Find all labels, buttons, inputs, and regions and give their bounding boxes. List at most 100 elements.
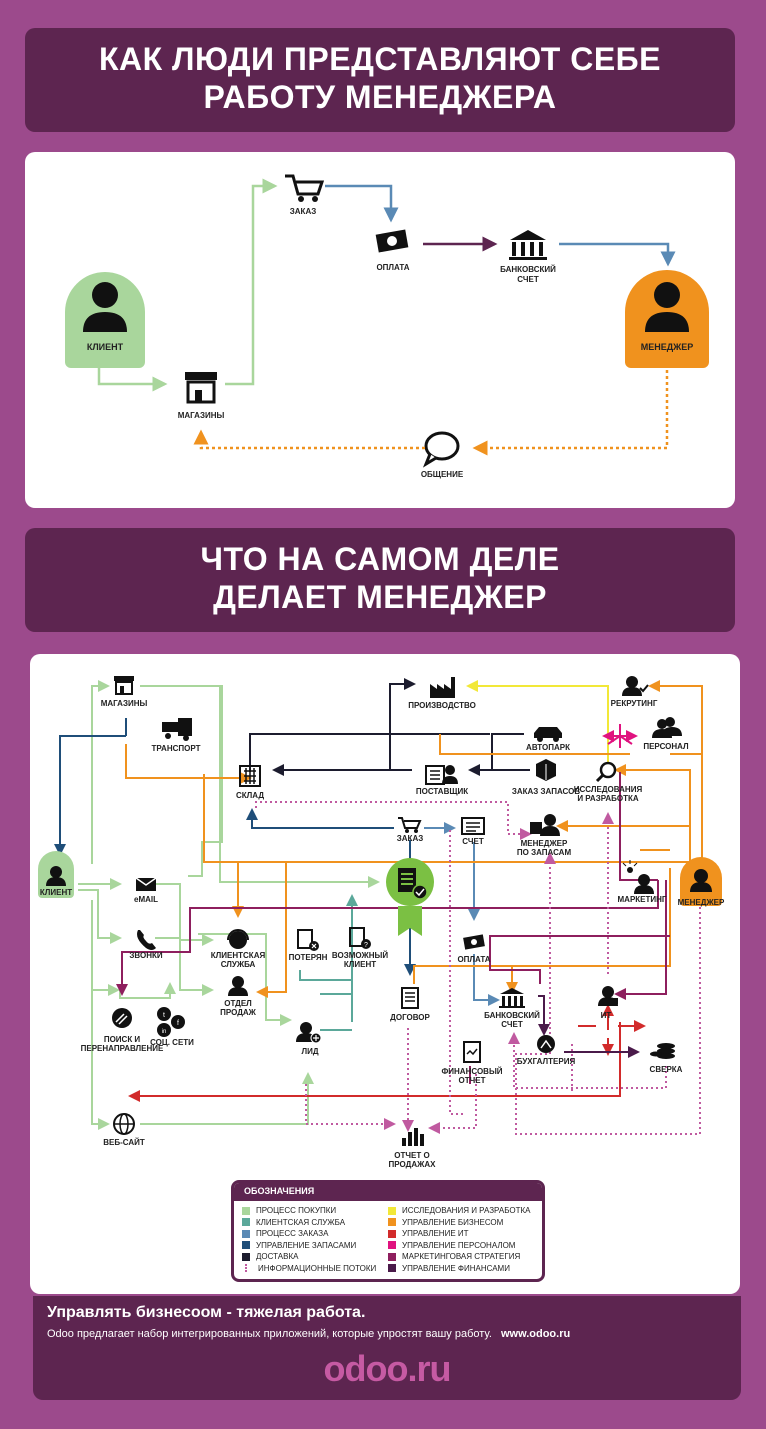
payment-label: ОПЛАТА	[376, 263, 409, 272]
client-node: КЛИЕНТ	[65, 272, 145, 368]
stock-order-icon	[536, 759, 556, 781]
manager-label: МЕНЕДЖЕР	[641, 342, 694, 352]
coins-icon	[650, 1043, 675, 1059]
fleet-label: АВТОПАРК	[526, 743, 570, 752]
svg-text:t: t	[163, 1012, 165, 1019]
fin-report-label: ФИНАНСОВЫЙ	[441, 1067, 502, 1076]
possible-client-icon: ?	[349, 927, 371, 949]
email-icon	[135, 877, 157, 891]
email-label: eMAIL	[134, 895, 158, 904]
production-label: ПРОИЗВОДСТВО	[408, 701, 476, 710]
warehouse-icon	[239, 765, 261, 787]
legend-item: ПРОЦЕСС ЗАКАЗА	[242, 1228, 388, 1240]
footer-title: Управлять бизнесоом - тяжелая работа.	[47, 1304, 366, 1321]
transport-label: ТРАНСПОРТ	[152, 744, 201, 753]
heading-line: КАК ЛЮДИ ПРЕДСТАВЛЯЮТ СЕБЕ	[98, 41, 662, 77]
sales-dept-label: ОТДЕЛ	[224, 999, 252, 1008]
footer-description: Odoo предлагает набор интегрированных пр…	[47, 1328, 492, 1340]
sales-report-icon	[402, 1128, 424, 1146]
legend-item: ИССЛЕДОВАНИЯ И РАЗРАБОТКА	[388, 1205, 534, 1217]
sales-report-label: ОТЧЕТ О	[394, 1151, 429, 1160]
order-label: ЗАКАЗ	[397, 834, 423, 843]
lead-label: ЛИД	[301, 1047, 318, 1056]
manager-label: МЕНЕДЖЕР	[678, 898, 725, 907]
payment-label: ОПЛАТА	[457, 955, 490, 964]
legend-item: УПРАВЛЕНИЕ ИТ	[388, 1228, 534, 1240]
central-document-node	[386, 858, 434, 936]
chat-icon	[422, 431, 460, 468]
recruiting-icon	[622, 676, 649, 696]
bank-icon	[499, 988, 525, 1008]
customer-service-label: СЛУЖБА	[221, 960, 256, 969]
bank-label: БАНКОВСКИЙ	[484, 1011, 540, 1020]
phone-icon	[137, 930, 156, 950]
legend-right-column: ИССЛЕДОВАНИЯ И РАЗРАБОТКА УПРАВЛЕНИЕ БИЗ…	[388, 1205, 534, 1274]
legend-item: ПРОЦЕСС ПОКУПКИ	[242, 1205, 388, 1217]
legend-item: МАРКЕТИНГОВАЯ СТРАТЕГИЯ	[388, 1251, 534, 1263]
invoice-icon	[461, 817, 485, 835]
search-tag-icon	[112, 1008, 132, 1028]
heading-line: РАБОТУ МЕНЕДЖЕРА	[203, 79, 557, 115]
bank-label: СЧЕТ	[501, 1020, 523, 1029]
banner-bottom: ЧТО НА САМОМ ДЕЛЕ ДЕЛАЕТ МЕНЕДЖЕР	[25, 528, 735, 632]
bank-icon	[509, 230, 547, 260]
globe-icon	[113, 1113, 135, 1135]
legend: ОБОЗНАЧЕНИЯ ПРОЦЕСС ПОКУПКИ КЛИЕНТСКАЯ С…	[231, 1180, 545, 1282]
accounting-icon	[537, 1035, 555, 1053]
website-label: ВЕБ-САЙТ	[103, 1138, 145, 1147]
legend-left-column: ПРОЦЕСС ПОКУПКИ КЛИЕНТСКАЯ СЛУЖБА ПРОЦЕС…	[242, 1205, 388, 1274]
money-icon	[375, 229, 409, 253]
legend-item: УПРАВЛЕНИЕ ФИНАНСАМИ	[388, 1263, 534, 1275]
lost-label: ПОТЕРЯН	[289, 953, 328, 962]
customer-service-label: КЛИЕНТСКАЯ	[211, 951, 266, 960]
legend-item: КЛИЕНТСКАЯ СЛУЖБА	[242, 1217, 388, 1229]
reconciliation-label: СВЕРКА	[650, 1065, 683, 1074]
heading-line: ДЕЛАЕТ МЕНЕДЖЕР	[213, 579, 547, 615]
research-icon	[595, 761, 617, 783]
supplier-icon	[425, 765, 458, 785]
sales-dept-icon	[228, 976, 248, 996]
client-label: КЛИЕНТ	[87, 342, 124, 352]
legend-item: УПРАВЛЕНИЕ ПЕРСОНАЛОМ	[388, 1240, 534, 1252]
personnel-label: ПЕРСОНАЛ	[643, 742, 689, 751]
talk-label: ОБЩЕНИЕ	[421, 470, 464, 479]
store-icon	[114, 676, 134, 695]
odoo-logo: odoo.ru	[323, 1348, 452, 1389]
banner-top: КАК ЛЮДИ ПРЕДСТАВЛЯЮТ СЕБЕ РАБОТУ МЕНЕДЖ…	[25, 28, 735, 132]
sales-dept-label: ПРОДАЖ	[220, 1008, 257, 1017]
stock-order-label: ЗАКАЗ ЗАПАСОВ	[512, 787, 580, 796]
warehouse-label: СКЛАД	[236, 791, 264, 800]
fin-report-label: ОТЧЕТ	[459, 1076, 486, 1085]
supplier-label: ПОСТАВЩИК	[416, 787, 468, 796]
bank-label: СЧЕТ	[517, 275, 539, 284]
cart-icon	[398, 817, 422, 833]
accounting-label: БУХГАЛТЕРИЯ	[517, 1057, 576, 1066]
legend-title: ОБОЗНАЧЕНИЯ	[234, 1183, 542, 1201]
lead-icon	[296, 1022, 322, 1044]
lost-icon	[297, 929, 319, 951]
it-label: ИТ	[601, 1011, 612, 1020]
truck-icon	[162, 718, 192, 741]
stock-manager-label: ПО ЗАПАСАМ	[517, 848, 572, 857]
store-icon	[185, 372, 217, 404]
possible-client-label: ВОЗМОЖНЫЙ	[332, 951, 388, 960]
manager-node: МЕНЕДЖЕР	[678, 857, 725, 907]
svg-text:in: in	[162, 1029, 167, 1035]
possible-client-label: КЛИЕНТ	[344, 960, 376, 969]
it-icon	[598, 986, 618, 1006]
client-node: КЛИЕНТ	[38, 851, 74, 898]
footer-url-link[interactable]: www.odoo.ru	[500, 1328, 571, 1340]
contract-label: ДОГОВОР	[390, 1013, 430, 1022]
factory-icon	[430, 677, 455, 698]
headset-icon	[227, 929, 249, 949]
fin-report-icon	[463, 1041, 481, 1063]
social-label: СОЦ. СЕТИ	[150, 1038, 194, 1047]
manager-node: МЕНЕДЖЕР	[625, 270, 709, 368]
stock-manager-icon	[530, 814, 560, 836]
client-label: КЛИЕНТ	[40, 888, 72, 897]
payment-icon	[463, 934, 485, 950]
stock-manager-label: МЕНЕДЖЕР	[521, 839, 568, 848]
heading-line: ЧТО НА САМОМ ДЕЛЕ	[200, 541, 560, 577]
footer: Управлять бизнесоом - тяжелая работа. Od…	[33, 1296, 741, 1400]
